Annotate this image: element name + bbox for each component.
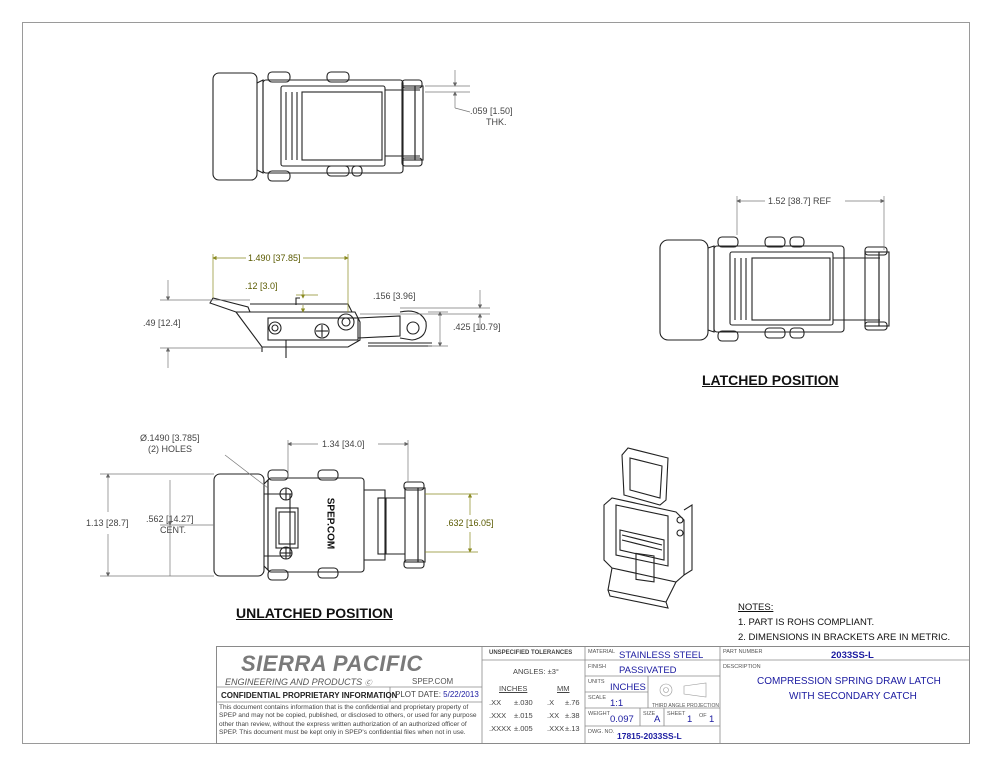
company-name: SIERRA PACIFIC [241,651,423,676]
notes-heading: NOTES: [738,602,774,613]
tol-in-fmt: .XXXX [489,724,512,733]
plot-date: PLOT DATE: 5/22/2013 [395,690,479,699]
of-label: OF [699,713,707,719]
dwg-number: 17815-2033SS-L [617,731,682,741]
isometric-view [603,447,693,609]
unlatched-plan-view [213,469,426,581]
unlatched-dimensions [100,440,478,577]
offset-dim-label: .156 [3.96] [373,291,416,301]
weight-label: WEIGHT [588,711,610,717]
note-item: 1. PART IS ROHS COMPLIANT. [738,617,875,628]
gap-dim-label: .12 [3.0] [245,281,278,291]
weight-value: 0.097 [610,714,634,725]
latched-view [659,236,890,342]
description-line-2: WITH SECONDARY CATCH [789,691,917,702]
tol-mm-fmt: .XXX [547,724,565,733]
hole-count-label: (2) HOLES [148,444,193,454]
note-item: 2. DIMENSIONS IN BRACKETS ARE IN METRIC. [738,632,951,643]
tol-mm-fmt: .XX [547,711,560,720]
width-dim-label: 1.34 [34.0] [322,439,365,449]
tol-mm-head: MM [557,684,570,693]
sheet-value: 1 [687,714,693,725]
units-label: UNITS [588,679,605,685]
title-block: SIERRA PACIFIC ENGINEERING AND PRODUCTS … [216,646,970,744]
tol-mm-fmt: .X [547,698,555,707]
unlatched-title: UNLATCHED POSITION [236,605,393,621]
ref-dim-label: 1.52 [38.7] REF [768,196,832,206]
thk-dimension [425,70,471,113]
sheet-label: SHEET [667,711,686,717]
part-number: 2033SS-L [831,650,874,661]
height-dim-label: .49 [12.4] [143,318,181,328]
projection-symbol [659,682,707,698]
latched-title: LATCHED POSITION [702,372,839,388]
tol-in-fmt: .XX [489,698,502,707]
thk-dim-label: .059 [1.50] [470,106,513,116]
company-website: SPEP.COM [412,677,454,686]
cent-dim-label: .562 [14.27] [146,514,194,524]
side-dimensions [160,254,490,368]
tolerances-label: UNSPECIFIED TOLERANCES [489,650,573,656]
company-sub: ENGINEERING AND PRODUCTS Ⓒ [225,677,372,687]
cent-label: CENT. [160,525,187,535]
description-line-1: COMPRESSION SPRING DRAW LATCH [757,676,941,687]
confidential-label: CONFIDENTIAL PROPRIETARY INFORMATION [221,691,398,700]
projection-label: THIRD ANGLE PROJECTION [652,703,719,709]
tol-in-fmt: .XXX [489,711,507,720]
latched-dimensions [736,196,885,250]
scale-value: 1:1 [610,698,624,709]
hook-dim-label: .425 [10.79] [453,322,501,332]
top-view [212,71,424,182]
stamp-text: SPEP.COM [324,497,336,550]
bracket-dim-label: .632 [16.05] [444,518,496,529]
notes: NOTES: 1. PART IS ROHS COMPLIANT. 2. DIM… [738,600,950,645]
angles: ANGLES: ±3° [513,667,559,676]
size-value: A [654,714,661,725]
material-label: MATERIAL [588,649,616,655]
part-label: PART NUMBER [723,649,763,655]
overall-dim-label: 1.13 [28.7] [86,518,129,528]
units-value: INCHES [610,682,646,693]
description-label: DESCRIPTION [723,664,761,670]
length-dim-label: 1.490 [37.85] [246,253,303,264]
tol-mm-val: ±.76 [565,698,580,707]
scale-label: SCALE [588,695,607,701]
side-view [209,297,432,358]
finish-value: PASSIVATED [619,665,677,676]
tol-mm-val: ±.13 [565,724,580,733]
finish-label: FINISH [588,664,607,670]
thk-label: THK. [486,117,507,127]
size-label: SIZE [643,711,656,717]
hole-dim-label: Ø.1490 [3.785] [140,433,200,443]
tol-in-val: ±.030 [514,698,533,707]
confidential-text: This document contains information that … [219,704,477,737]
title-block-lines [216,646,970,744]
dwg-label: DWG. NO. [588,729,615,735]
material-value: STAINLESS STEEL [619,650,704,661]
tol-mm-val: ±.38 [565,711,580,720]
tol-inches-head: INCHES [499,684,528,693]
sheet-total: 1 [709,714,715,725]
tol-in-val: ±.015 [514,711,533,720]
tol-in-val: ±.005 [514,724,533,733]
